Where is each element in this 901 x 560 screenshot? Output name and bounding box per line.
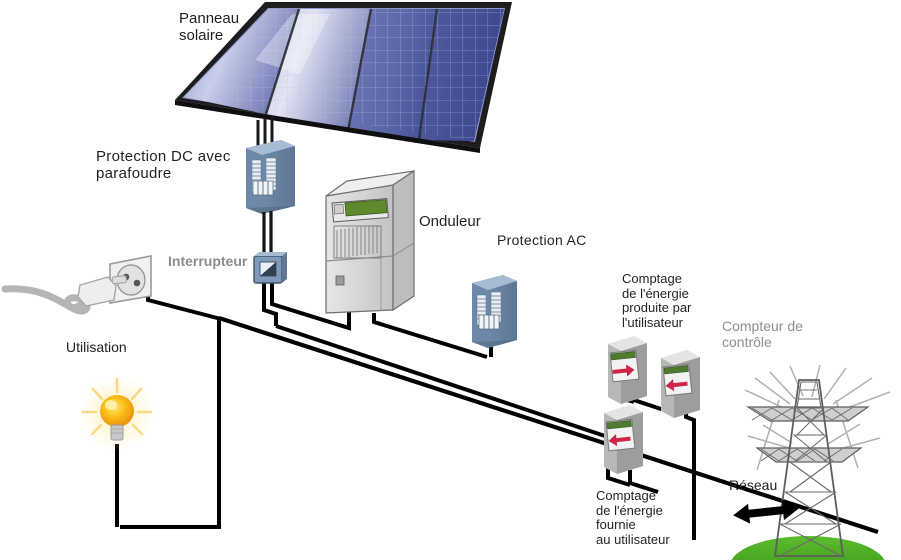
- wire-supplied-to-bus: [629, 481, 659, 494]
- label-usage: Utilisation: [66, 339, 127, 355]
- label-solar-panel: Panneau solaire: [179, 10, 240, 44]
- ac-breaker-switches: [478, 314, 500, 330]
- arrow-right-icon: [612, 364, 635, 377]
- wire-switch-right: [270, 281, 351, 331]
- wire-bus-left-vertical: [120, 318, 221, 529]
- plug-and-cord: [1, 275, 128, 315]
- meter-control[interactable]: [661, 350, 700, 418]
- transmission-tower[interactable]: [745, 379, 870, 557]
- inverter[interactable]: [325, 169, 415, 314]
- label-control-meter: Compteur de contrôle: [722, 318, 803, 350]
- dc-breaker-switches: [252, 180, 274, 196]
- grass-mound: [731, 536, 885, 560]
- wire-upper-bus: [275, 324, 609, 439]
- label-grid: Réseau: [729, 477, 778, 493]
- wire-meter-supplied-in: [606, 467, 631, 487]
- label-switch: Interrupteur: [168, 253, 248, 269]
- cable-dc-to-switch: [262, 211, 273, 256]
- meter-produced[interactable]: [608, 336, 647, 404]
- label-meter-supplied: Comptage de l'énergie fournie au utilisa…: [596, 488, 670, 547]
- label-dc-protection: Protection DC avec parafoudre: [96, 148, 231, 182]
- wire-meters-link: [633, 398, 665, 412]
- bulb-rays: [81, 377, 153, 436]
- wire-main-bus: [218, 316, 879, 534]
- wall-socket[interactable]: [109, 255, 152, 304]
- label-inverter: Onduleur: [419, 213, 481, 230]
- socket-hole-right: [133, 279, 141, 287]
- wire-socket-to-bus: [146, 287, 222, 321]
- label-meter-produced: Comptage de l'énergie produite par l'uti…: [622, 271, 692, 330]
- grid-arrow: [733, 500, 799, 524]
- switch-box[interactable]: [253, 252, 287, 284]
- wire-inverter-ac-out: [372, 313, 488, 359]
- meter-supplied[interactable]: [604, 405, 643, 474]
- label-ac-protection: Protection AC: [497, 232, 587, 248]
- ac-protection-box[interactable]: [472, 275, 517, 348]
- arrow-left-icon: [665, 379, 688, 392]
- dc-protection-box[interactable]: [246, 140, 295, 214]
- wire-switch-left: [262, 281, 278, 326]
- lightbulb[interactable]: [79, 375, 155, 451]
- solar-panel[interactable]: [175, 2, 512, 153]
- arrow-left-icon: [608, 434, 631, 447]
